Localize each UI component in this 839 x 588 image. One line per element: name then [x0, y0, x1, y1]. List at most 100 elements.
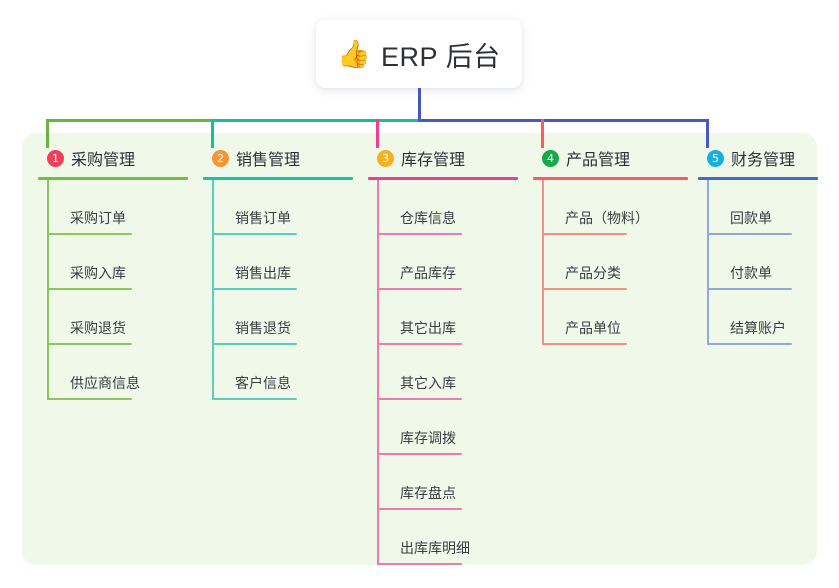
leaf-item[interactable]: 仓库信息 — [368, 180, 518, 235]
leaf-underline — [707, 233, 792, 235]
leaf-label: 库存盘点 — [400, 485, 456, 501]
leaf-underline — [47, 233, 132, 235]
connector-bar-segment-3 — [418, 119, 709, 122]
leaf-underline — [377, 453, 462, 455]
branch-column-1: 1 采购管理采购订单采购入库采购退货供应商信息 — [38, 146, 188, 400]
leaf-label: 库存调拨 — [400, 430, 456, 446]
leaf-label: 产品（物料） — [565, 210, 649, 226]
leaf-underline — [377, 508, 462, 510]
leaf-underline — [377, 343, 462, 345]
leaf-item[interactable]: 回款单 — [698, 180, 818, 235]
leaf-list: 回款单付款单结算账户 — [698, 180, 818, 345]
root-stem — [418, 88, 421, 122]
leaf-underline — [542, 343, 627, 345]
connector-drop-1 — [46, 119, 49, 148]
branch-column-2: 2 销售管理销售订单销售出库销售退货客户信息 — [203, 146, 353, 400]
branch-number-badge: 4 — [542, 149, 559, 167]
leaf-underline — [707, 288, 792, 290]
leaf-label: 回款单 — [730, 210, 772, 226]
leaf-list: 产品（物料） 产品分类产品单位 — [533, 180, 688, 345]
leaf-spine — [707, 180, 709, 345]
leaf-item[interactable]: 产品库存 — [368, 235, 518, 290]
leaf-item[interactable]: 销售退货 — [203, 290, 353, 345]
branch-title: 财务管理 — [731, 152, 796, 169]
leaf-underline — [377, 288, 462, 290]
connector-drop-2 — [211, 119, 214, 148]
leaf-spine — [47, 180, 49, 400]
leaf-item[interactable]: 其它入库 — [368, 345, 518, 400]
leaf-item[interactable]: 产品分类 — [533, 235, 688, 290]
leaf-label: 销售退货 — [235, 320, 291, 336]
leaf-item[interactable]: 付款单 — [698, 235, 818, 290]
leaf-label: 供应商信息 — [70, 375, 140, 391]
branch-underline — [203, 177, 353, 180]
connector-drop-3 — [376, 119, 379, 148]
leaf-item[interactable]: 供应商信息 — [38, 345, 188, 400]
leaf-item[interactable]: 产品单位 — [533, 290, 688, 345]
leaf-underline — [377, 398, 462, 400]
leaf-spine — [542, 180, 544, 345]
connector-bar-segment-1 — [46, 119, 214, 122]
leaf-label: 其它出库 — [400, 320, 456, 336]
leaf-label: 采购订单 — [70, 210, 126, 226]
leaf-list: 仓库信息产品库存其它出库其它入库库存调拨库存盘点出库库明细 — [368, 180, 518, 565]
leaf-underline — [542, 233, 627, 235]
connector-bar-segment-2 — [211, 119, 421, 122]
branch-number-badge: 1 — [47, 149, 64, 167]
leaf-item[interactable]: 销售订单 — [203, 180, 353, 235]
leaf-underline — [47, 343, 132, 345]
branch-column-5: 5 财务管理回款单付款单结算账户 — [698, 146, 818, 345]
leaf-item[interactable]: 结算账户 — [698, 290, 818, 345]
leaf-spine — [212, 180, 214, 400]
branch-underline — [368, 177, 518, 180]
thumbs-up-icon: 👍 — [337, 38, 372, 69]
branch-title: 产品管理 — [566, 152, 631, 169]
leaf-underline — [212, 233, 297, 235]
branch-underline — [698, 177, 818, 180]
branch-underline — [38, 177, 188, 180]
connector-drop-4 — [541, 119, 544, 148]
leaf-item[interactable]: 其它出库 — [368, 290, 518, 345]
connector-drop-5 — [706, 119, 709, 148]
leaf-item[interactable]: 采购订单 — [38, 180, 188, 235]
leaf-item[interactable]: 采购入库 — [38, 235, 188, 290]
leaf-underline — [377, 233, 462, 235]
branch-number-badge: 5 — [707, 149, 724, 167]
leaf-item[interactable]: 产品（物料） — [533, 180, 688, 235]
leaf-list: 采购订单采购入库采购退货供应商信息 — [38, 180, 188, 400]
leaf-item[interactable]: 销售出库 — [203, 235, 353, 290]
leaf-underline — [212, 288, 297, 290]
branch-header-5[interactable]: 5 财务管理 — [698, 146, 818, 170]
leaf-spine — [377, 180, 379, 565]
leaf-label: 产品库存 — [400, 265, 456, 281]
branch-header-2[interactable]: 2 销售管理 — [203, 146, 353, 170]
leaf-underline — [47, 398, 132, 400]
branch-header-4[interactable]: 4 产品管理 — [533, 146, 688, 170]
leaf-label: 采购退货 — [70, 320, 126, 336]
leaf-item[interactable]: 库存调拨 — [368, 400, 518, 455]
branch-number-badge: 2 — [212, 149, 229, 167]
leaf-underline — [47, 288, 132, 290]
leaf-item[interactable]: 出库库明细 — [368, 510, 518, 565]
leaf-underline — [212, 343, 297, 345]
leaf-label: 产品单位 — [565, 320, 621, 336]
branch-title: 采购管理 — [71, 152, 136, 169]
root-node[interactable]: 👍 ERP 后台 — [316, 20, 522, 88]
root-node-title: ERP 后台 — [381, 41, 501, 72]
leaf-label: 产品分类 — [565, 265, 621, 281]
branch-title: 销售管理 — [236, 152, 301, 169]
branch-number-badge: 3 — [377, 149, 394, 167]
diagram-panel — [22, 133, 817, 565]
branch-header-1[interactable]: 1 采购管理 — [38, 146, 188, 170]
leaf-underline — [212, 398, 297, 400]
leaf-label: 仓库信息 — [400, 210, 456, 226]
leaf-label: 销售出库 — [235, 265, 291, 281]
leaf-item[interactable]: 客户信息 — [203, 345, 353, 400]
leaf-item[interactable]: 库存盘点 — [368, 455, 518, 510]
leaf-underline — [707, 343, 792, 345]
leaf-item[interactable]: 采购退货 — [38, 290, 188, 345]
leaf-label: 出库库明细 — [400, 540, 470, 556]
